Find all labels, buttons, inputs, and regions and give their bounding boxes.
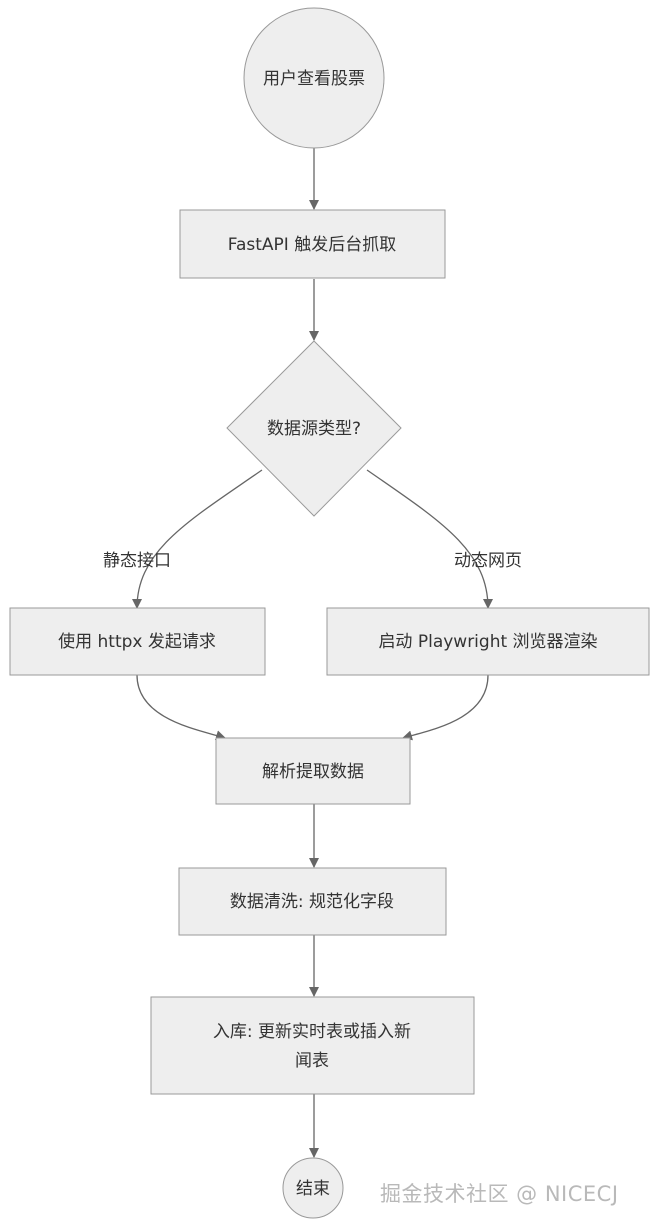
svg-text:启动 Playwright 浏览器渲染: 启动 Playwright 浏览器渲染 — [378, 632, 597, 652]
node-parse: 解析提取数据 — [215, 737, 411, 805]
edges — [132, 148, 493, 1158]
node-start: 用户查看股票 — [243, 7, 385, 149]
svg-text:数据清洗: 规范化字段: 数据清洗: 规范化字段 — [230, 892, 394, 912]
svg-text:入库: 更新实时表或插入新: 入库: 更新实时表或插入新 — [213, 1022, 411, 1042]
edge-decision-to-httpx — [132, 469, 263, 609]
edge-label-dynamic: 动态网页 — [454, 551, 522, 571]
edge-decision-to-playwright — [366, 469, 493, 609]
node-clean: 数据清洗: 规范化字段 — [178, 867, 447, 936]
node-playwright: 启动 Playwright 浏览器渲染 — [326, 607, 650, 676]
svg-text:FastAPI 触发后台抓取: FastAPI 触发后台抓取 — [228, 235, 396, 255]
svg-text:结束: 结束 — [296, 1179, 330, 1199]
svg-text:使用 httpx 发起请求: 使用 httpx 发起请求 — [58, 631, 216, 652]
node-end: 结束 — [282, 1157, 344, 1219]
node-httpx: 使用 httpx 发起请求 — [9, 607, 266, 676]
node-decision: 数据源类型? — [226, 340, 402, 517]
svg-text:闻表: 闻表 — [295, 1051, 329, 1071]
edge-label-static: 静态接口 — [103, 551, 171, 571]
svg-text:数据源类型?: 数据源类型? — [267, 419, 361, 439]
svg-text:解析提取数据: 解析提取数据 — [262, 762, 364, 782]
edge-httpx-to-parse — [136, 674, 226, 741]
svg-text:用户查看股票: 用户查看股票 — [263, 69, 365, 89]
node-store: 入库: 更新实时表或插入新 闻表 — [150, 996, 475, 1095]
edge-playwright-to-parse — [402, 674, 489, 741]
watermark: 掘金技术社区 @ NICECJ — [380, 1182, 619, 1206]
node-trigger: FastAPI 触发后台抓取 — [179, 209, 446, 279]
